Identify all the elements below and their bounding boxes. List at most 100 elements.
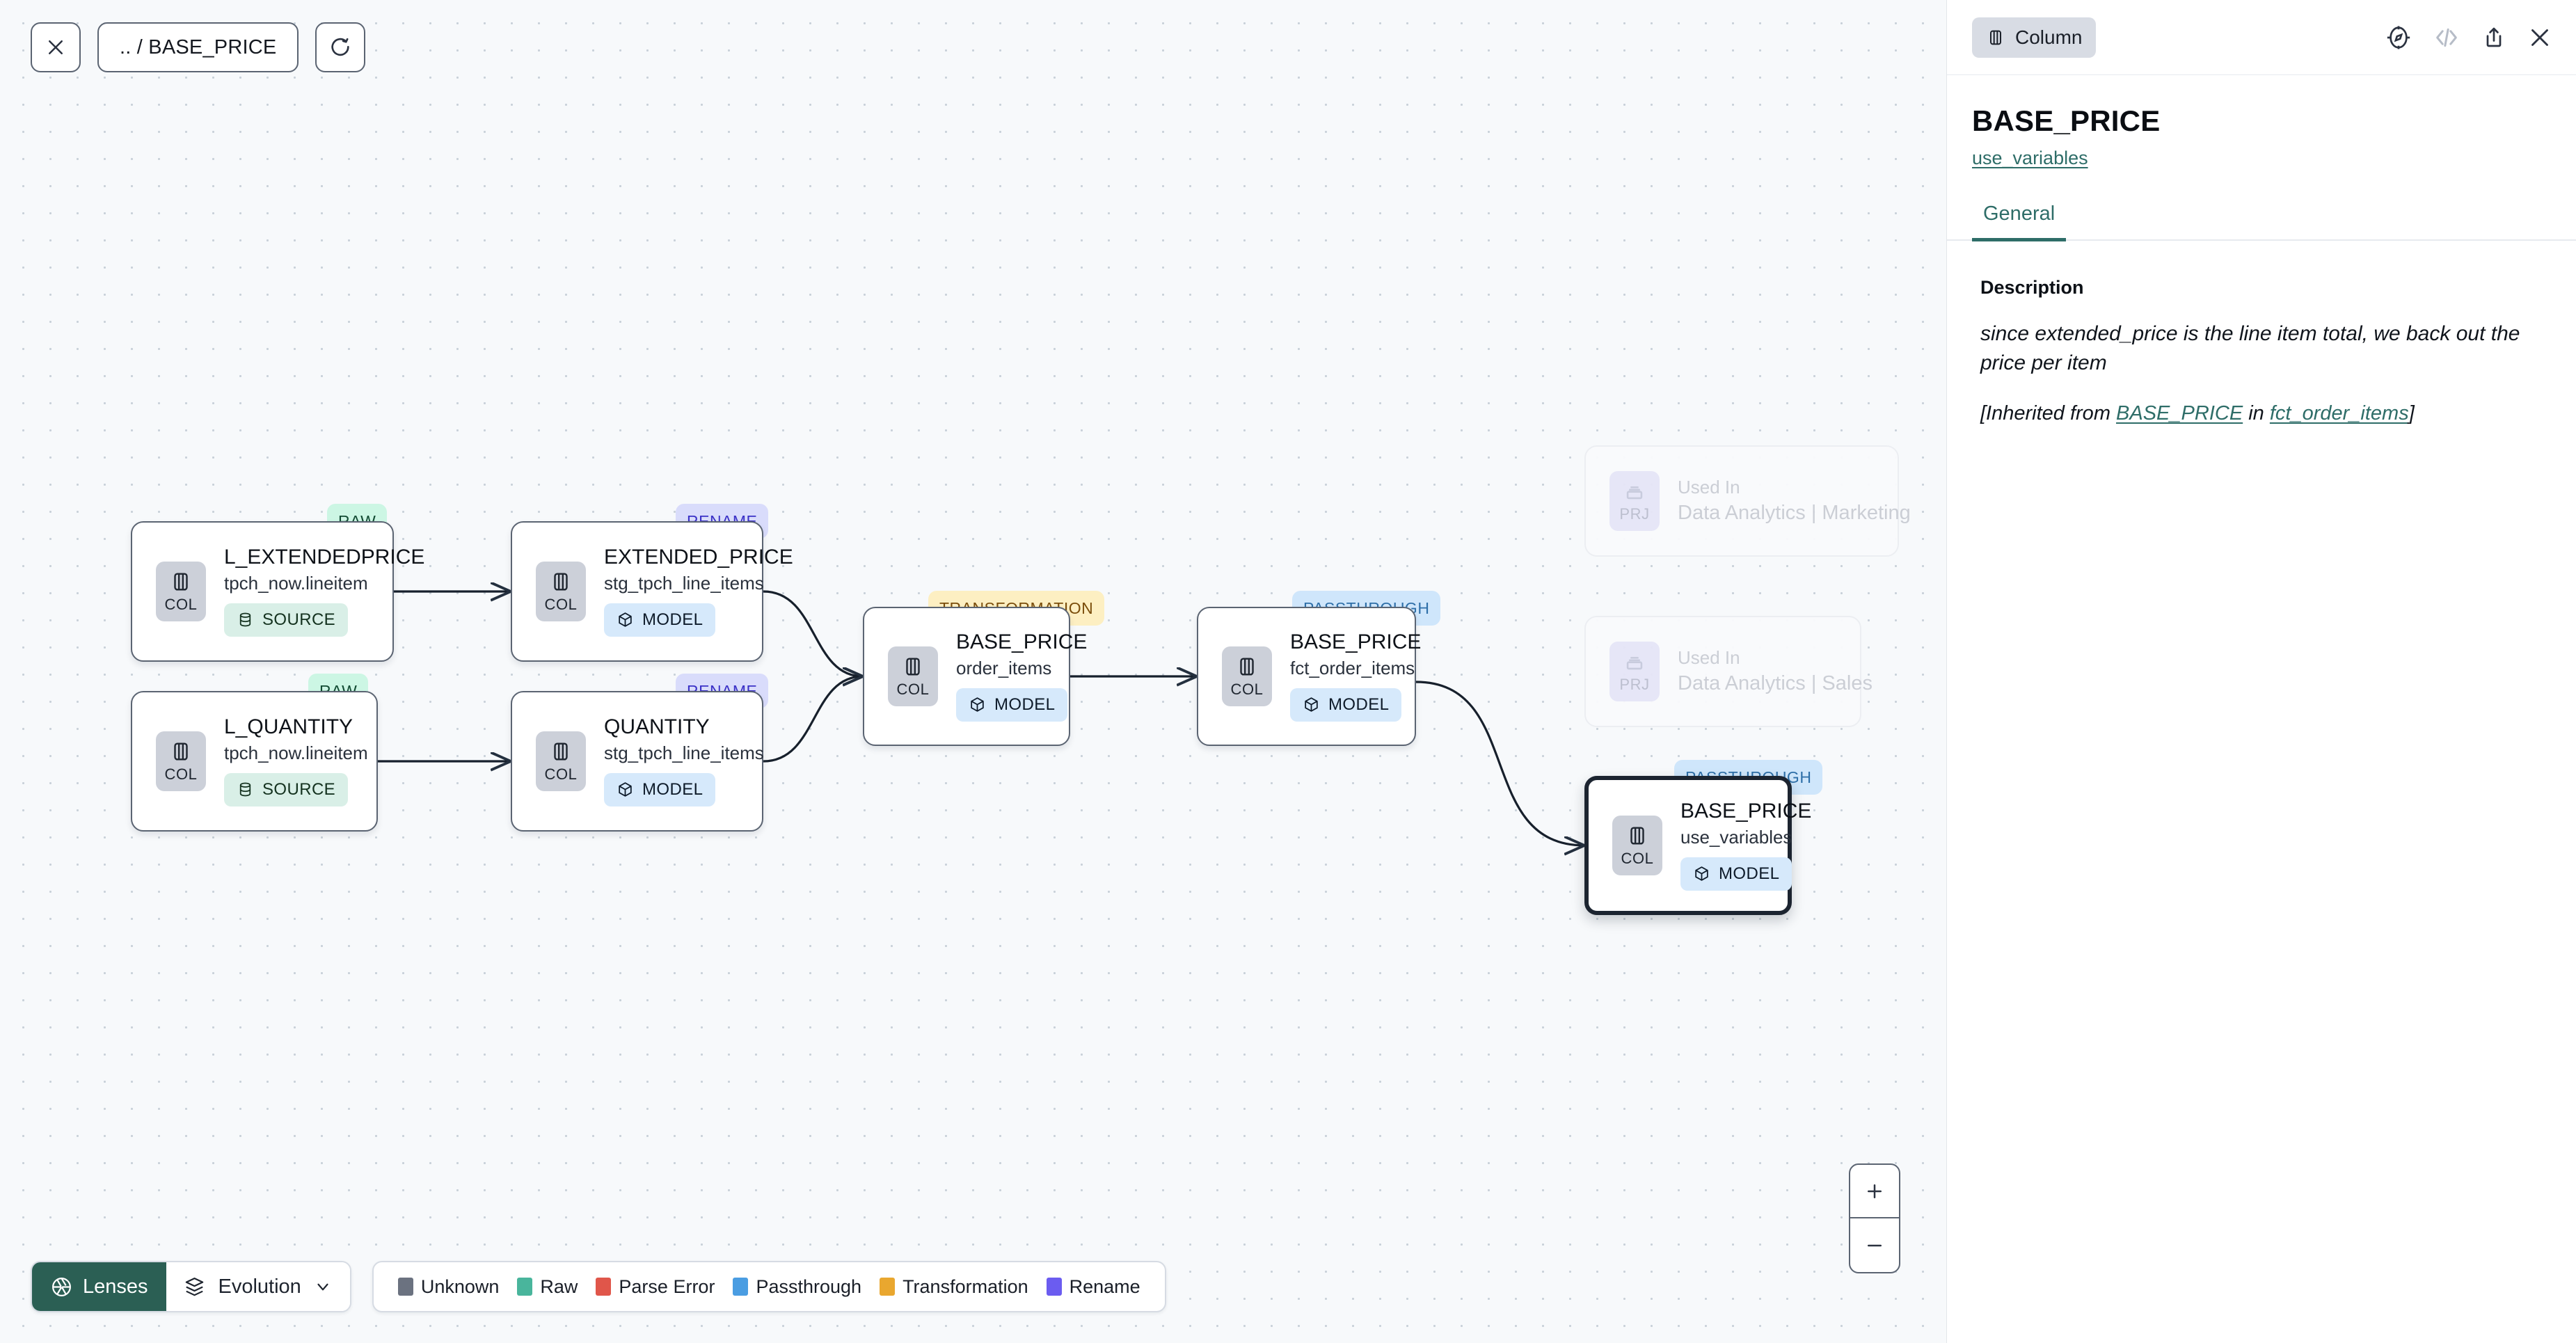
- close-graph-button[interactable]: [31, 22, 81, 72]
- evolution-dropdown[interactable]: Evolution: [166, 1262, 350, 1311]
- lenses-label: Lenses: [83, 1275, 148, 1298]
- refresh-icon: [331, 38, 350, 56]
- lineage-node-base-price-order-items[interactable]: COL BASE_PRICE order_items MODEL: [863, 607, 1088, 746]
- description-text: since extended_price is the line item to…: [1980, 321, 2520, 375]
- badge-label: SOURCE: [262, 779, 336, 799]
- code-icon[interactable]: [2433, 24, 2460, 51]
- inherited-mid: in: [2243, 402, 2270, 424]
- details-panel-header: Column: [1947, 0, 2576, 75]
- node-title: BASE_PRICE: [1680, 800, 1812, 823]
- stack-icon: [185, 1277, 203, 1296]
- lineage-node-l-extendedprice[interactable]: COL L_EXTENDEDPRICE tpch_now.lineitem SO…: [131, 521, 424, 662]
- legend-item-unknown[interactable]: Unknown: [389, 1276, 509, 1298]
- compass-icon[interactable]: [2385, 24, 2412, 51]
- lens-control-group: Lenses Evolution: [31, 1261, 351, 1312]
- description-section-label: Description: [1980, 276, 2084, 298]
- node-title: EXTENDED_PRICE: [604, 546, 793, 569]
- column-icon: [1990, 30, 2001, 45]
- chip-label: COL: [164, 595, 198, 613]
- node-subtitle: stg_tpch_line_items: [604, 572, 764, 594]
- legend-item-passthrough[interactable]: Passthrough: [724, 1276, 870, 1298]
- col-chip: COL: [1222, 646, 1272, 706]
- node-subtitle: fct_order_items: [1290, 657, 1415, 678]
- column-icon: [1240, 657, 1254, 676]
- legend-label: Transformation: [903, 1276, 1028, 1297]
- database-icon: [239, 613, 251, 627]
- inherited-suffix: ]: [2408, 402, 2415, 424]
- lineage-node-quantity[interactable]: COL QUANTITY stg_tpch_line_items MODEL: [511, 691, 764, 832]
- parent-model-link-wrap: use_variables: [1947, 138, 2576, 169]
- node-type-badge: MODEL: [956, 688, 1068, 722]
- used-in-label: Used In: [1678, 647, 1740, 669]
- chip-label: PRJ: [1619, 504, 1650, 523]
- legend-label: Parse Error: [619, 1276, 715, 1297]
- badge-label: MODEL: [994, 694, 1056, 714]
- layers-icon: [1626, 656, 1643, 669]
- parent-model-link[interactable]: use_variables: [1972, 148, 2088, 168]
- badge-label: MODEL: [642, 779, 703, 799]
- chip-label: PRJ: [1619, 675, 1650, 693]
- lineage-node-l-quantity[interactable]: COL L_QUANTITY tpch_now.lineitem SOURCE: [131, 691, 378, 832]
- evolution-label: Evolution: [218, 1275, 301, 1298]
- lineage-canvas[interactable]: .. / BASE_PRICE: [0, 0, 1946, 1343]
- legend-label: Raw: [540, 1276, 578, 1297]
- lineage-node-base-price-fct-order-items[interactable]: COL BASE_PRICE fct_order_items MODEL: [1197, 607, 1422, 746]
- cube-icon: [1695, 866, 1708, 882]
- tab-general[interactable]: General: [1972, 202, 2067, 241]
- chip-label: COL: [1621, 849, 1654, 867]
- node-title: BASE_PRICE: [956, 630, 1088, 654]
- node-type-badge: MODEL: [1680, 857, 1792, 891]
- col-chip: COL: [536, 731, 586, 791]
- chip-label: COL: [544, 765, 578, 783]
- cube-icon: [971, 697, 984, 713]
- node-subtitle: stg_tpch_line_items: [604, 742, 764, 763]
- node-subtitle: order_items: [956, 657, 1052, 678]
- canvas-bottom-bar: Lenses Evolution Unkno: [31, 1261, 1166, 1312]
- zoom-out-button[interactable]: [1850, 1218, 1899, 1272]
- entity-type-badge: Column: [1972, 17, 2097, 58]
- breadcrumb[interactable]: .. / BASE_PRICE: [97, 22, 299, 72]
- database-icon: [239, 783, 251, 797]
- prj-chip: PRJ: [1609, 642, 1660, 701]
- node-type-badge: SOURCE: [224, 772, 349, 806]
- used-in-project: Data Analytics | Marketing: [1678, 502, 1911, 525]
- layers-icon: [1626, 486, 1643, 499]
- description-section: Description since extended_price is the …: [1947, 241, 2576, 425]
- node-title: BASE_PRICE: [1290, 630, 1422, 654]
- node-subtitle: tpch_now.lineitem: [224, 572, 368, 594]
- legend-swatch: [733, 1278, 749, 1296]
- column-icon: [906, 657, 920, 676]
- page-title: BASE_PRICE: [1972, 104, 2161, 137]
- node-subtitle: use_variables: [1680, 826, 1792, 848]
- lineage-node-base-price-use-variables[interactable]: COL BASE_PRICE use_variables MODEL: [1584, 776, 1812, 915]
- used-in-card[interactable]: PRJ Used In Data Analytics | Marketing: [1584, 445, 1911, 557]
- chip-label: COL: [1230, 680, 1264, 698]
- lenses-button[interactable]: Lenses: [32, 1262, 166, 1311]
- chip-label: COL: [164, 765, 198, 783]
- node-type-badge: SOURCE: [224, 603, 349, 637]
- badge-label: MODEL: [1328, 694, 1390, 714]
- inherited-prefix: [Inherited from: [1980, 402, 2117, 424]
- close-icon[interactable]: [2527, 25, 2552, 50]
- chevron-down-icon: [317, 1283, 328, 1291]
- legend-swatch: [517, 1278, 533, 1296]
- inherited-model-link[interactable]: fct_order_items: [2269, 402, 2409, 424]
- refresh-button[interactable]: [315, 22, 366, 72]
- legend-item-raw[interactable]: Raw: [508, 1276, 587, 1298]
- legend-item-rename[interactable]: Rename: [1037, 1276, 1150, 1298]
- zoom-in-button[interactable]: [1850, 1165, 1899, 1218]
- col-chip: COL: [156, 562, 206, 621]
- used-in-project: Data Analytics | Sales: [1678, 672, 1873, 695]
- legend-label: Rename: [1069, 1276, 1140, 1297]
- lineage-node-extended-price[interactable]: COL EXTENDED_PRICE stg_tpch_line_items M…: [511, 521, 793, 662]
- col-chip: COL: [888, 646, 938, 706]
- column-icon: [554, 572, 568, 591]
- legend-swatch: [1046, 1278, 1062, 1296]
- share-icon[interactable]: [2481, 25, 2506, 50]
- column-icon: [1630, 826, 1644, 845]
- legend-item-parse-error[interactable]: Parse Error: [587, 1276, 724, 1298]
- legend-item-transformation[interactable]: Transformation: [870, 1276, 1037, 1298]
- inherited-column-link[interactable]: BASE_PRICE: [2116, 402, 2243, 424]
- used-in-card[interactable]: PRJ Used In Data Analytics | Sales: [1584, 616, 1873, 727]
